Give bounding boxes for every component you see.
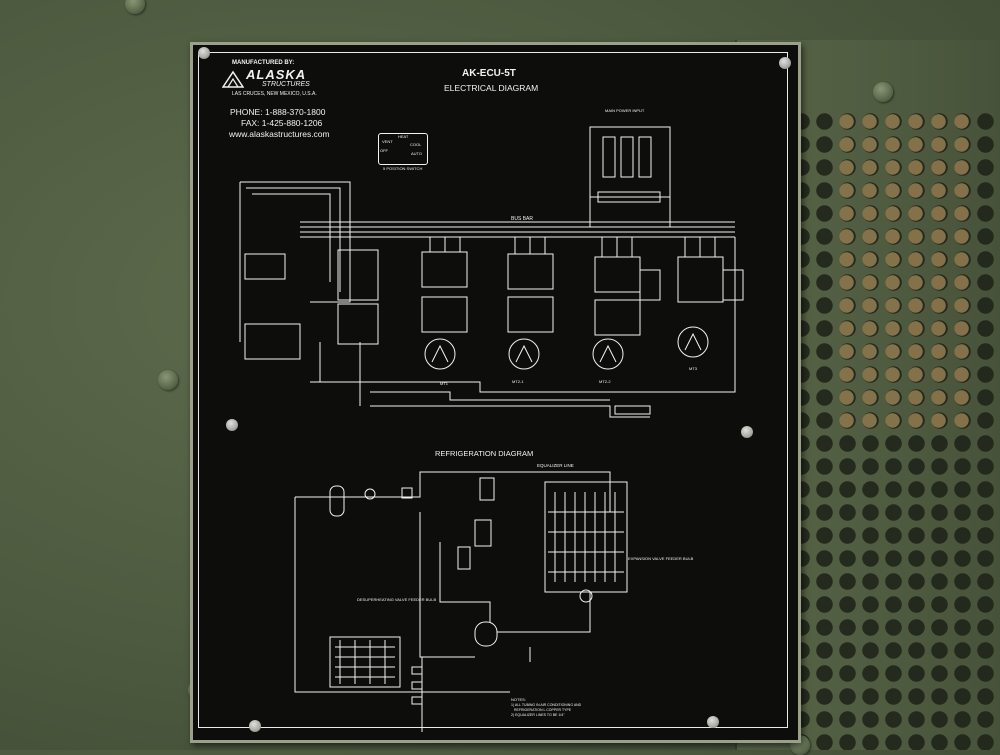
motor-mt1 <box>425 339 455 369</box>
phone-text: PHONE: 1-888-370-1800 <box>230 107 326 117</box>
screw <box>226 419 238 431</box>
bolt <box>158 370 178 390</box>
note-line: 1) ALL TUBING IN AIR CONDITIONING AND <box>511 703 582 707</box>
expansion-valve-label: EXPANSION VALVE FEEDER BULB <box>628 556 694 561</box>
motor-mt2-2 <box>593 339 623 369</box>
switch-position: VENT <box>382 139 393 144</box>
main-power-block <box>590 127 670 197</box>
bus-bar-label: BUS BAR <box>511 216 533 222</box>
notes-title: NOTES: <box>511 697 526 702</box>
electrical-diagram-title: ELECTRICAL DIAGRAM <box>444 83 539 93</box>
bolt <box>873 82 893 102</box>
screw <box>779 57 791 69</box>
bolt <box>125 0 145 14</box>
motor-label: MT1 <box>440 381 448 386</box>
website-text: www.alaskastructures.com <box>229 129 330 139</box>
switch-position: HEAT <box>398 134 409 139</box>
screw <box>249 720 261 732</box>
plate-border <box>198 52 788 728</box>
receiver-tank <box>330 486 344 516</box>
motor-label: MT2-2 <box>599 379 611 384</box>
model-number: AK-ECU-5T <box>462 68 516 79</box>
switch-position: OFF <box>380 148 388 153</box>
location-text: LAS CRUCES, NEW MEXICO, U.S.A. <box>232 91 317 97</box>
equalizer-line-label: EQUALIZER LINE <box>537 463 574 468</box>
main-power-label: MAIN POWER INPUT <box>605 108 645 113</box>
switch-position: AUTO <box>411 151 423 156</box>
screw <box>198 47 210 59</box>
evaporator-coil <box>545 482 627 592</box>
motor-label: MT2-1 <box>512 379 524 384</box>
compressor <box>475 622 497 646</box>
screw <box>741 426 753 438</box>
fax-text: FAX: 1-425-880-1206 <box>241 118 323 128</box>
screw <box>707 716 719 728</box>
condenser-coil <box>330 637 400 687</box>
selector-switch-icon <box>378 133 428 165</box>
note-line: 2) EQUALIZER LINES TO BE 1/4" <box>511 713 565 717</box>
brand-subname: STRUCTURES <box>262 81 310 88</box>
motor-mt3 <box>678 327 708 357</box>
desuperheating-label: DESUPERHEATING VALVE FEEDER BULB <box>357 597 437 602</box>
alaska-logo-icon <box>221 70 245 88</box>
motor-label: MT3 <box>689 366 697 371</box>
expansion-valve <box>480 478 494 500</box>
brand-name: ALASKA <box>246 67 307 82</box>
motor-mt2-1 <box>509 339 539 369</box>
refrigeration-diagram-title: REFRIGERATION DIAGRAM <box>435 449 534 458</box>
vent-grille-lit <box>835 110 975 430</box>
manufacturer-label: MANUFACTURED BY: <box>232 60 295 66</box>
switch-position: COOL <box>410 142 422 147</box>
control-board <box>245 324 300 359</box>
schematic-drawing <box>190 42 795 737</box>
note-line: REFRIGERATION L COPPER TYPE <box>514 708 572 712</box>
switch-label: 5 POSITION SWITCH <box>383 166 423 171</box>
terminal-block <box>245 254 285 279</box>
